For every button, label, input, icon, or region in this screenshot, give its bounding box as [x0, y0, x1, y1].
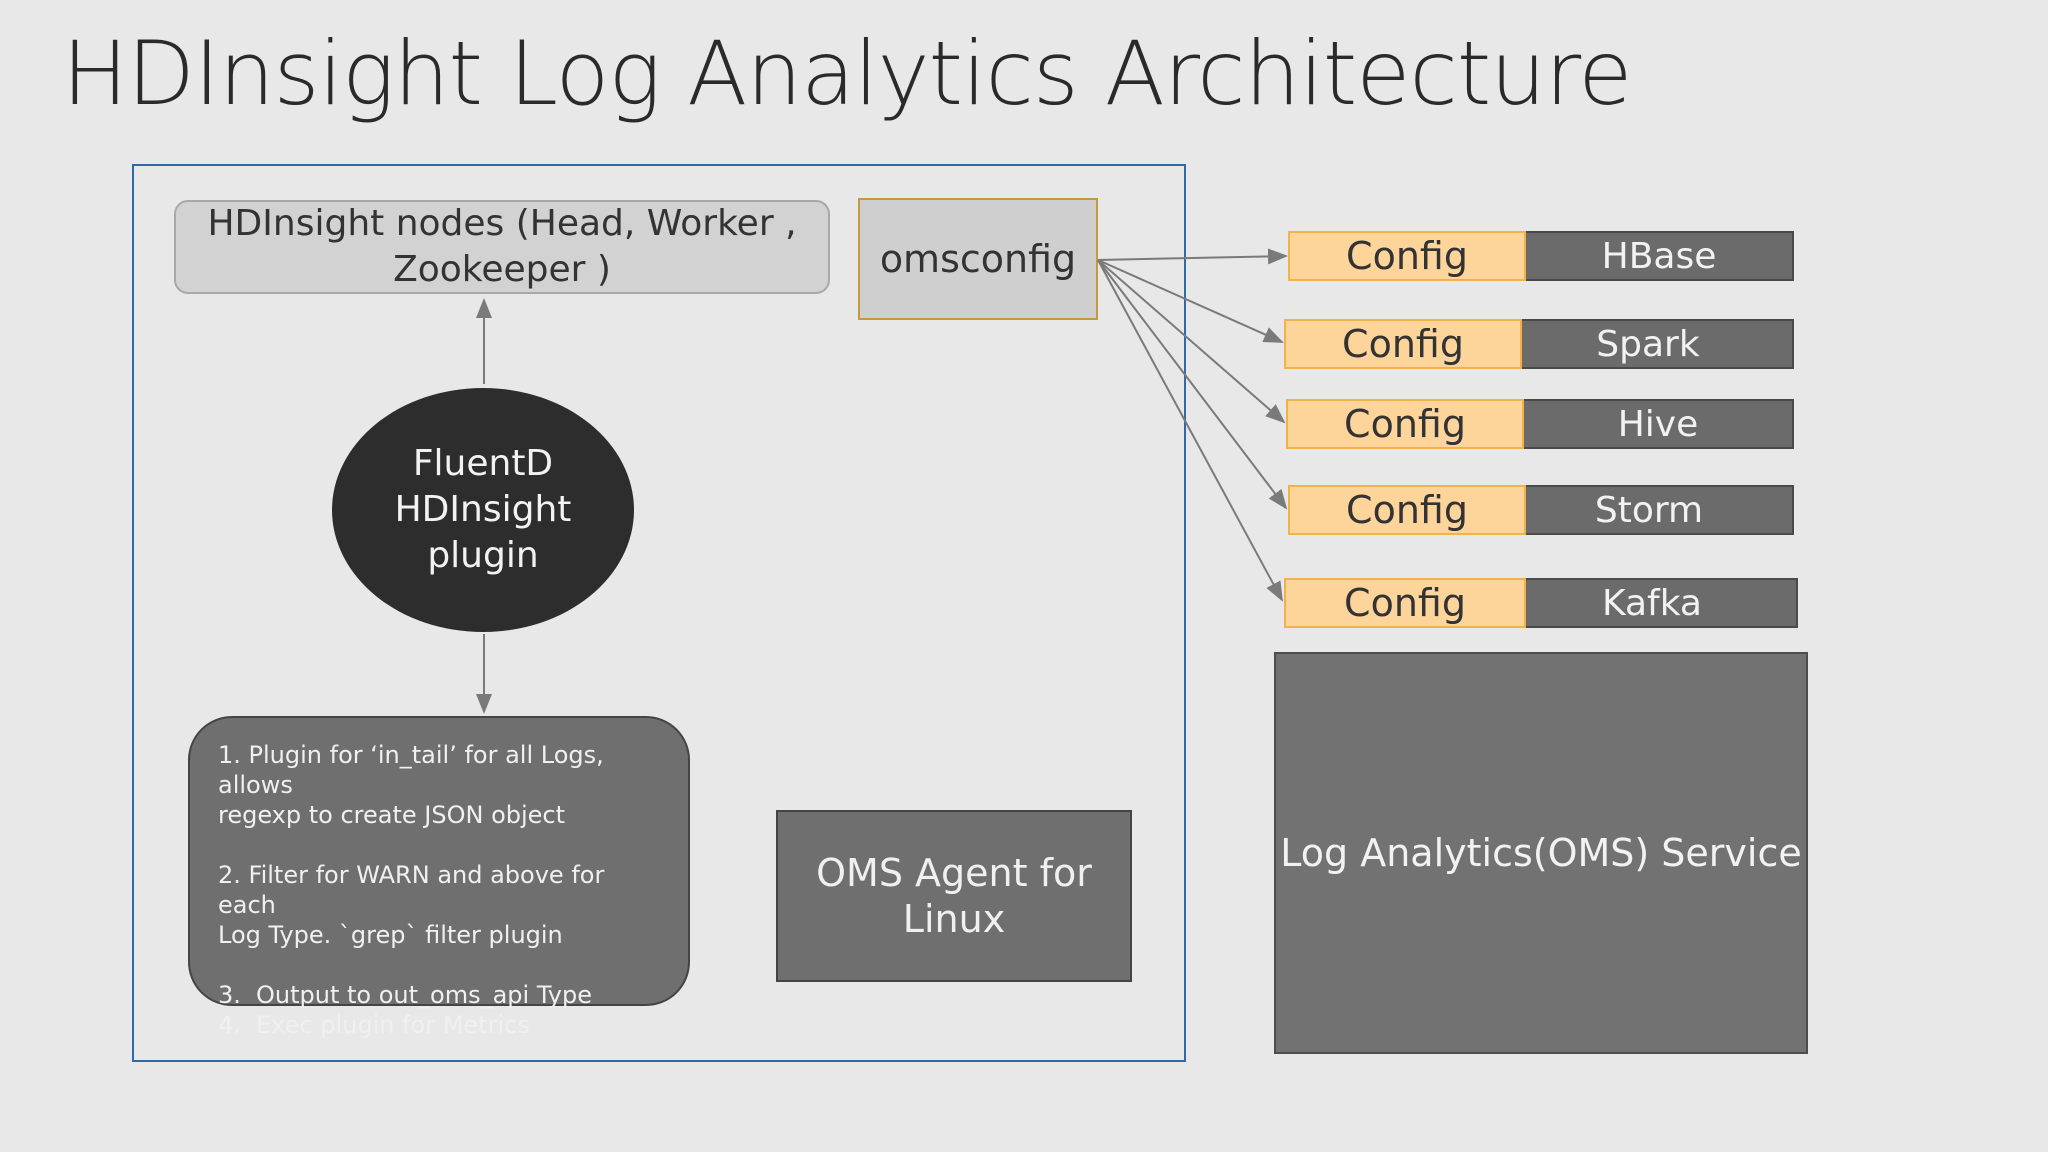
note-4-text: Exec plugin for Metrics — [256, 1011, 530, 1039]
config-box-hbase: Config — [1288, 231, 1526, 281]
oms-agent-line2: Linux — [902, 897, 1006, 941]
service-box-kafka: Kafka — [1506, 578, 1798, 628]
note-2-line2: Log Type. `grep` filter plugin — [218, 921, 563, 949]
arrow-omsconfig-to-spark — [1097, 259, 1284, 343]
note-3: 3. Output to out_oms_api Type — [218, 980, 660, 1010]
fluentd-line2: HDInsight — [394, 489, 572, 530]
oms-agent-line1: OMS Agent for — [816, 851, 1092, 895]
config-box-spark: Config — [1284, 319, 1522, 369]
service-box-hive: Hive — [1522, 399, 1794, 449]
fluentd-line3: plugin — [427, 535, 539, 576]
nodes-label-line1: HDInsight nodes (Head, Worker , — [207, 203, 797, 244]
note-4-number: 4. — [218, 1011, 241, 1039]
note-4: 4. Exec plugin for Metrics — [218, 1010, 660, 1040]
omsconfig-box: omsconfig — [858, 198, 1098, 320]
omsconfig-label: omsconfig — [879, 237, 1077, 281]
config-box-storm: Config — [1288, 485, 1526, 535]
log-analytics-label: Log Analytics(OMS) Service — [1280, 831, 1802, 875]
arrow-omsconfig-to-hive — [1097, 259, 1286, 424]
service-box-spark: Spark — [1502, 319, 1794, 369]
note-2-line1: 2. Filter for WARN and above for each — [218, 861, 605, 919]
config-box-hive: Config — [1286, 399, 1524, 449]
arrow-omsconfig-to-storm — [1097, 259, 1288, 510]
fluentd-plugin-ellipse: FluentD HDInsight plugin — [332, 388, 634, 632]
hdinsight-cluster-frame — [132, 164, 1186, 1062]
note-3-number: 3. — [218, 981, 241, 1009]
hdinsight-nodes-box: HDInsight nodes (Head, Worker , Zookeepe… — [174, 200, 830, 294]
note-1-line1: 1. Plugin for ‘in_tail’ for all Logs, al… — [218, 741, 604, 799]
slide-title: HDInsight Log Analytics Architecture — [62, 22, 1632, 125]
log-analytics-service-box: Log Analytics(OMS) Service — [1274, 652, 1808, 1054]
arrow-omsconfig-to-hbase — [1097, 248, 1288, 265]
arrow-omsconfig-to-kafka — [1097, 259, 1283, 602]
note-3-text: Output to out_oms_api Type — [256, 981, 592, 1009]
oms-agent-box: OMS Agent for Linux — [776, 810, 1132, 982]
nodes-label-line2: Zookeeper ) — [393, 249, 611, 290]
config-box-kafka: Config — [1284, 578, 1526, 628]
note-1-line2: regexp to create JSON object — [218, 801, 566, 829]
plugin-notes-box: 1. Plugin for ‘in_tail’ for all Logs, al… — [188, 716, 690, 1039]
fluentd-line1: FluentD — [412, 443, 554, 484]
